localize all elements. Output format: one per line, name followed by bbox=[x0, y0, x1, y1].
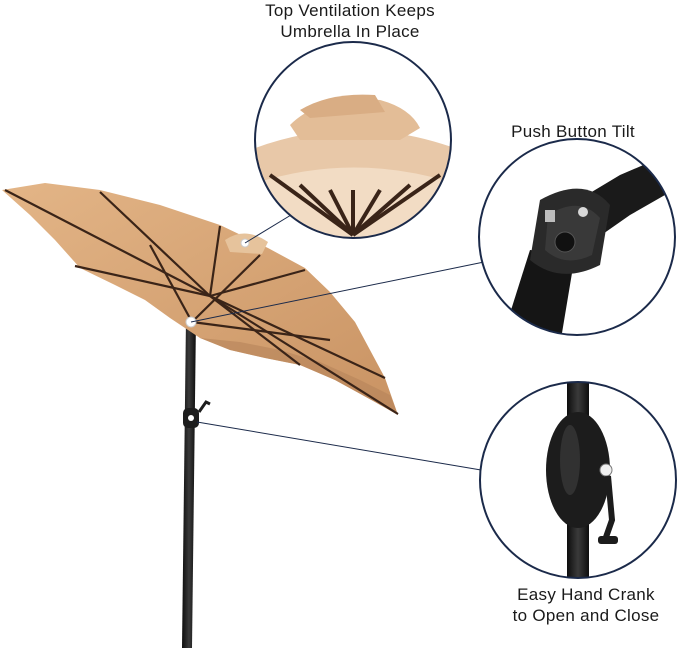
callout-ventilation-image bbox=[254, 41, 452, 239]
umbrella-pole bbox=[182, 318, 196, 648]
callout-ventilation-line1: Top Ventilation Keeps bbox=[265, 1, 435, 20]
callout-crank-image bbox=[479, 381, 677, 579]
callout-crank-line2: to Open and Close bbox=[512, 606, 660, 625]
callout-crank-line1: Easy Hand Crank bbox=[517, 585, 655, 604]
crank-on-pole bbox=[183, 400, 211, 428]
callout-ventilation-line2: Umbrella In Place bbox=[280, 22, 420, 41]
callout-ventilation-label: Top Ventilation Keeps Umbrella In Place bbox=[230, 0, 470, 42]
callout-tilt-label: Push Button Tilt bbox=[488, 121, 658, 142]
callout-tilt-image bbox=[478, 138, 676, 336]
callout-lines bbox=[190, 214, 485, 471]
callout-crank-label: Easy Hand Crank to Open and Close bbox=[486, 584, 679, 626]
callout-tilt-line1: Push Button Tilt bbox=[511, 122, 635, 141]
